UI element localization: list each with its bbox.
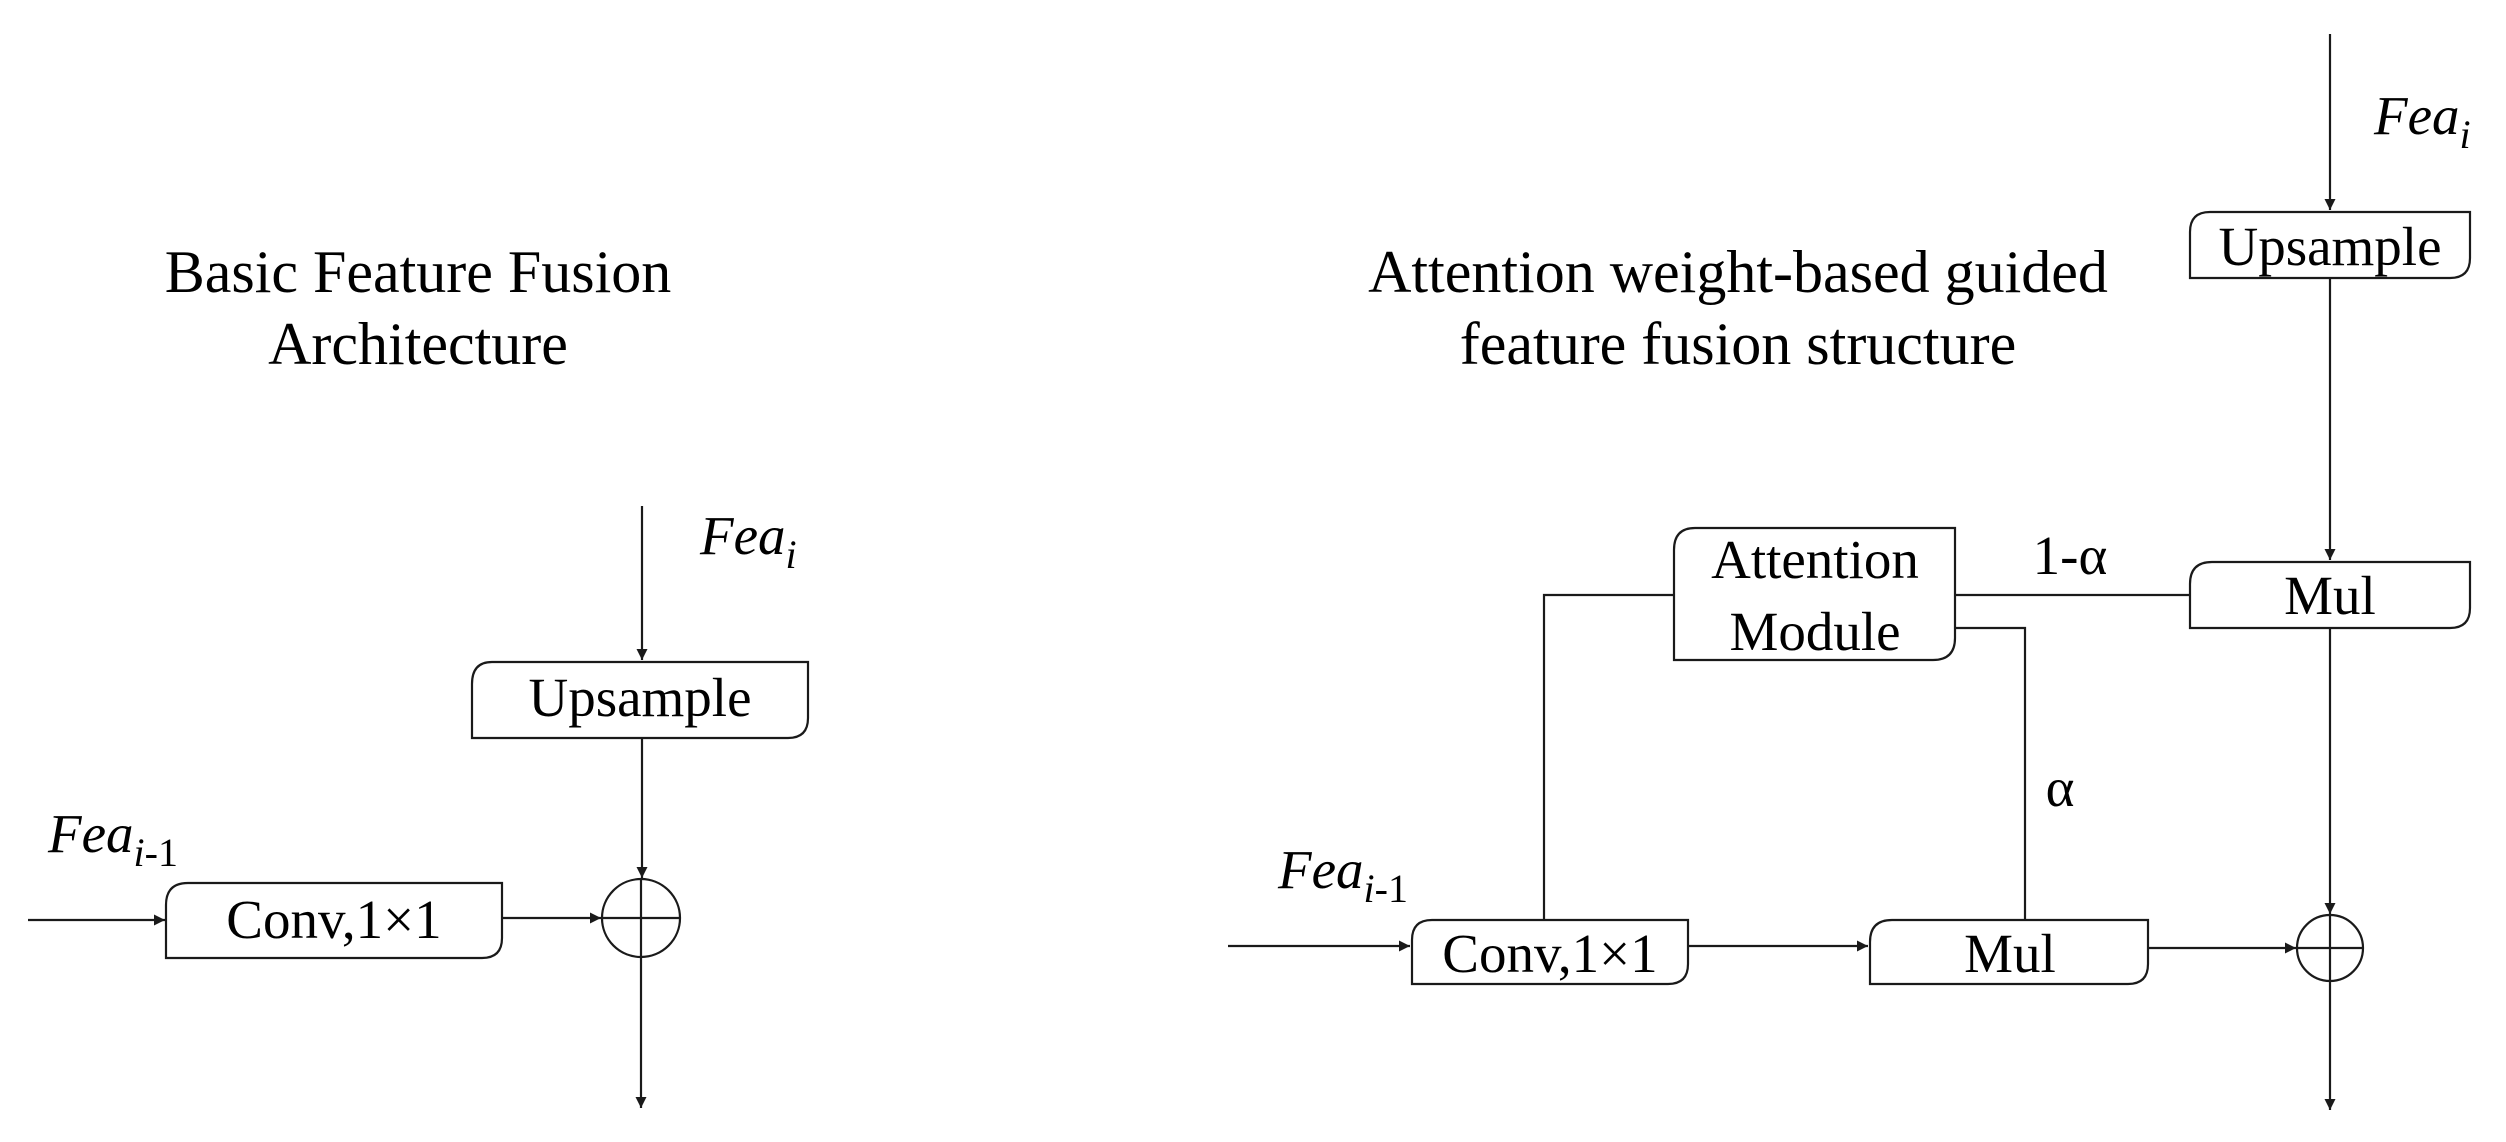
attention-fusion-diagram: Attention weight-based guided feature fu…: [1228, 34, 2472, 1110]
left-upsample-label: Upsample: [528, 667, 751, 728]
circle-plus-icon: [600, 877, 682, 959]
right-mul-top-label: Mul: [2284, 565, 2376, 626]
right-alpha-label: α: [2046, 757, 2075, 818]
right-one-minus-alpha-label: 1-α: [2033, 525, 2108, 586]
left-title-line2: Architecture: [268, 311, 568, 377]
right-attention-label-line1: Attention: [1711, 529, 1919, 590]
right-conv-label: Conv,1×1: [1442, 923, 1657, 984]
right-fea-im1-label: Feai-1: [1277, 839, 1408, 911]
left-upsample-box: [470, 660, 810, 740]
right-title-line2: feature fusion structure: [1460, 311, 2016, 377]
right-mul-top-box: [2188, 560, 2472, 630]
right-conv-to-attention-line: [1542, 593, 1674, 920]
left-title-line1: Basic Feature Fusion: [165, 239, 672, 305]
left-fea-im1-label: Feai-1: [47, 803, 178, 875]
right-alpha-line: [1955, 626, 2027, 920]
right-fea-i-label: Feai: [2373, 85, 2471, 157]
right-attention-label-line2: Module: [1729, 601, 1900, 662]
circle-plus-icon: [2295, 913, 2365, 983]
right-mul-bottom-label: Mul: [1964, 923, 2056, 984]
right-attention-box: [1672, 526, 1957, 662]
right-mul-bottom-box: [1868, 918, 2150, 986]
left-conv-box: [164, 881, 504, 960]
left-conv-label: Conv,1×1: [226, 889, 441, 950]
left-fea-i-label: Feai: [699, 505, 797, 577]
right-conv-box: [1410, 918, 1690, 986]
right-title-line1: Attention weight-based guided: [1368, 239, 2108, 305]
basic-fusion-diagram: Basic Feature Fusion Architecture Feai U…: [28, 239, 810, 1108]
right-upsample-label: Upsample: [2218, 216, 2441, 277]
right-upsample-box: [2188, 210, 2472, 280]
